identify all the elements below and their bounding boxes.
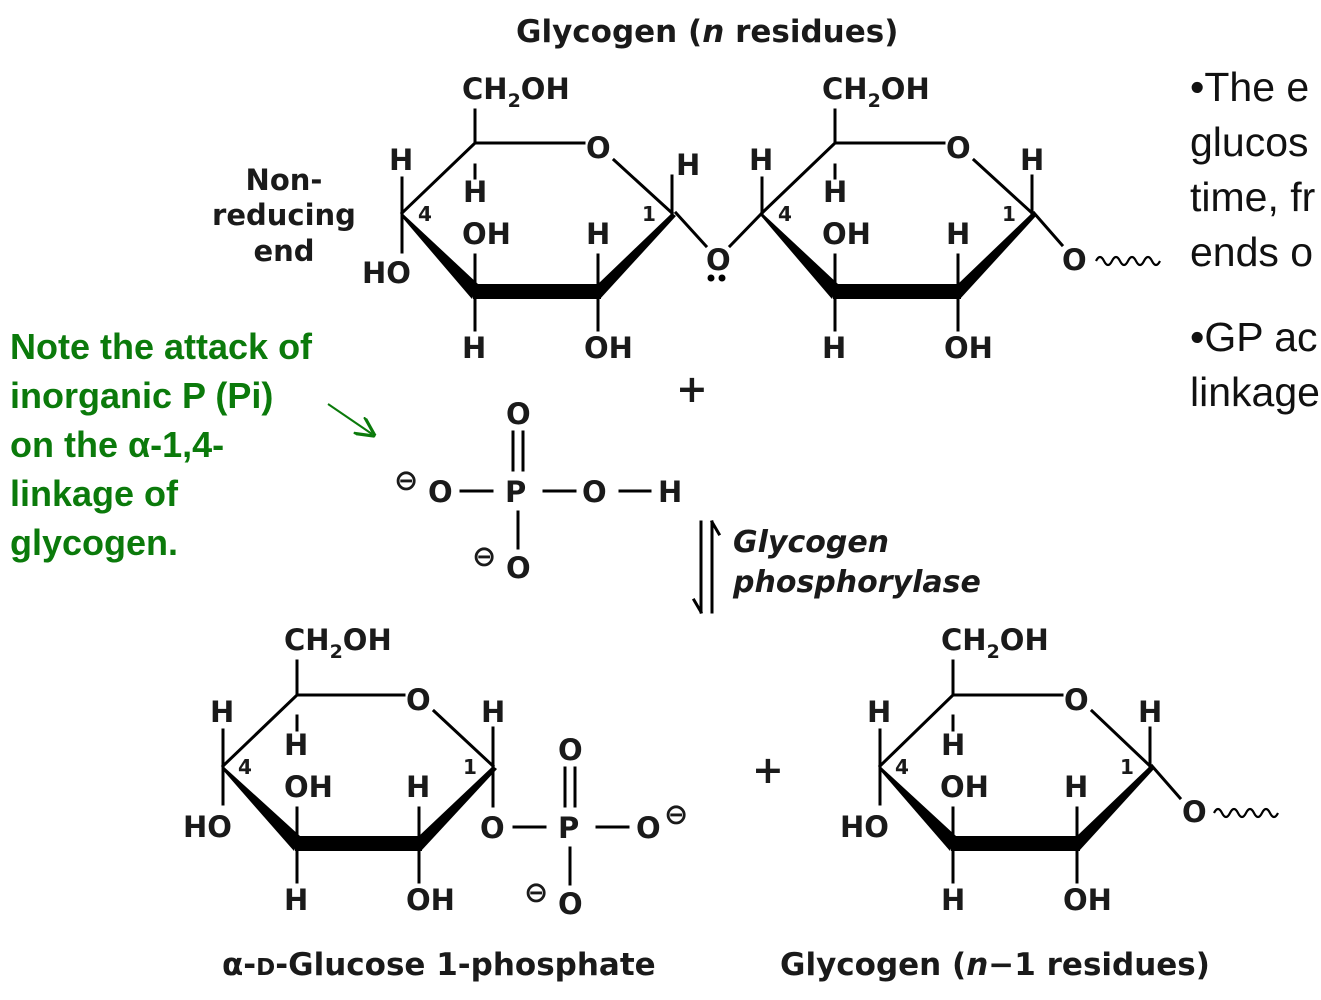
h-atom: H <box>676 148 700 182</box>
oh-group: OH <box>1063 883 1112 917</box>
oxygen-atom: O <box>428 475 453 509</box>
oxygen-atom: O <box>558 733 583 767</box>
h-atom: H <box>941 883 965 917</box>
carbon-1-label: 1 <box>1002 202 1016 226</box>
oh-group: OH <box>822 217 871 251</box>
oh-group: OH <box>940 770 989 804</box>
h-atom: H <box>1020 143 1044 177</box>
note-line: linkage of <box>10 473 179 514</box>
side-line: glucos <box>1190 119 1309 165</box>
side-line: time, fr <box>1190 174 1316 220</box>
chain-oxygen: O <box>1182 795 1207 829</box>
oxygen-atom: O <box>582 475 607 509</box>
h-atom: H <box>481 695 505 729</box>
oxygen-atom: O <box>506 551 531 585</box>
ring-oxygen: O <box>406 683 431 717</box>
chain-continuation-icon <box>1213 807 1279 819</box>
glycosidic-oxygen: O <box>706 243 731 277</box>
side-line: •The e <box>1190 64 1310 110</box>
equilibrium-arrows-icon <box>691 519 722 615</box>
note-line: on the α-1,4- <box>10 424 225 465</box>
oh-group: OH <box>406 883 455 917</box>
carbon-4-label: 4 <box>895 755 909 779</box>
carbon-4-label: 4 <box>238 755 252 779</box>
carbon-1-label: 1 <box>463 755 477 779</box>
negative-charge: ⊖ <box>664 797 688 831</box>
enzyme-name-line1: Glycogen <box>733 525 889 560</box>
carbon-1-label: 1 <box>1120 755 1134 779</box>
oh-group: OH <box>584 331 633 365</box>
side-bullet-2: •GP ac linkage <box>1190 310 1321 420</box>
glycogen-remaining-ring: CH2OH O H H 4 1 HO H OH H H OH O <box>840 623 1279 917</box>
ch2oh-label: CH2OH <box>462 72 570 112</box>
note-line: inorganic P (Pi) <box>10 375 274 416</box>
oh-group: OH <box>462 217 511 251</box>
negative-charge: ⊖ <box>524 875 548 909</box>
oxygen-atom: O <box>636 811 661 845</box>
h-atom: H <box>1138 695 1162 729</box>
phosphorus-atom: P <box>558 811 579 845</box>
glycogen-n-minus-1-caption: Glycogen (n−1 residues) <box>780 947 1210 983</box>
oxygen-atom: O <box>480 811 505 845</box>
oxygen-atom: O <box>558 887 583 921</box>
inorganic-phosphate: O ⊖ O P O H ⊖ O <box>394 397 682 585</box>
annotation-note: Note the attack of inorganic P (Pi) on t… <box>10 322 370 567</box>
ch2oh-label: CH2OH <box>941 623 1049 663</box>
note-line: glycogen. <box>10 522 179 563</box>
ch2oh-label: CH2OH <box>284 623 392 663</box>
ho-group: HO <box>183 810 232 844</box>
oh-group: OH <box>944 331 993 365</box>
plus-sign: + <box>752 748 784 792</box>
side-line: •GP ac <box>1190 314 1318 360</box>
ho-group: HO <box>840 810 889 844</box>
chain-oxygen: O <box>1062 243 1087 277</box>
glucose-1-phosphate-caption: α-D-Glucose 1-phosphate <box>222 947 656 983</box>
nonreducing-label-1: Non- <box>246 163 323 197</box>
h-atom: H <box>658 475 682 509</box>
h-atom: H <box>1064 770 1088 804</box>
glucose-ring-top-1: CH2OH O H H 4 1 HO H OH H H OH <box>362 72 700 365</box>
nonreducing-label-3: end <box>253 234 314 268</box>
negative-charge: ⊖ <box>394 463 418 497</box>
h-atom: H <box>210 695 234 729</box>
h-atom: H <box>946 217 970 251</box>
carbon-4-label: 4 <box>418 202 432 226</box>
ring-oxygen: O <box>1064 683 1089 717</box>
glucose-ring-top-2: CH2OH O H H 4 1 H OH H H OH O <box>749 72 1161 365</box>
enzyme-name-line2: phosphorylase <box>732 565 981 600</box>
side-bullet-1: •The e glucos time, fr ends o <box>1190 60 1321 280</box>
h-atom: H <box>406 770 430 804</box>
h-atom: H <box>867 695 891 729</box>
h-atom: H <box>822 331 846 365</box>
plus-sign: + <box>676 367 708 411</box>
h-atom: H <box>749 143 773 177</box>
note-arrow-icon <box>327 403 372 434</box>
h-atom: H <box>941 728 965 762</box>
h-atom: H <box>586 217 610 251</box>
ring-oxygen: O <box>946 131 971 165</box>
h-atom: H <box>389 143 413 177</box>
ring-oxygen: O <box>586 131 611 165</box>
h-atom: H <box>463 175 487 209</box>
oh-group: OH <box>284 770 333 804</box>
chain-continuation-icon <box>1095 255 1161 267</box>
h-atom: H <box>823 175 847 209</box>
top-title: Glycogen (n residues) <box>516 14 898 50</box>
carbon-4-label: 4 <box>778 202 792 226</box>
side-line: ends o <box>1190 229 1314 275</box>
ho-group: HO <box>362 256 411 290</box>
carbon-1-label: 1 <box>642 202 656 226</box>
glucose-1-phosphate-ring: CH2OH O H H 4 1 HO H OH H H OH O P O O <box>183 623 688 921</box>
h-atom: H <box>284 728 308 762</box>
ch2oh-label: CH2OH <box>822 72 930 112</box>
h-atom: H <box>284 883 308 917</box>
h-atom: H <box>462 331 486 365</box>
phosphorus-atom: P <box>505 475 526 509</box>
oxygen-atom: O <box>506 397 531 431</box>
nonreducing-label-2: reducing <box>212 198 356 232</box>
note-line: Note the attack of <box>10 326 313 367</box>
side-line: linkage <box>1190 369 1320 415</box>
negative-charge: ⊖ <box>472 539 496 573</box>
